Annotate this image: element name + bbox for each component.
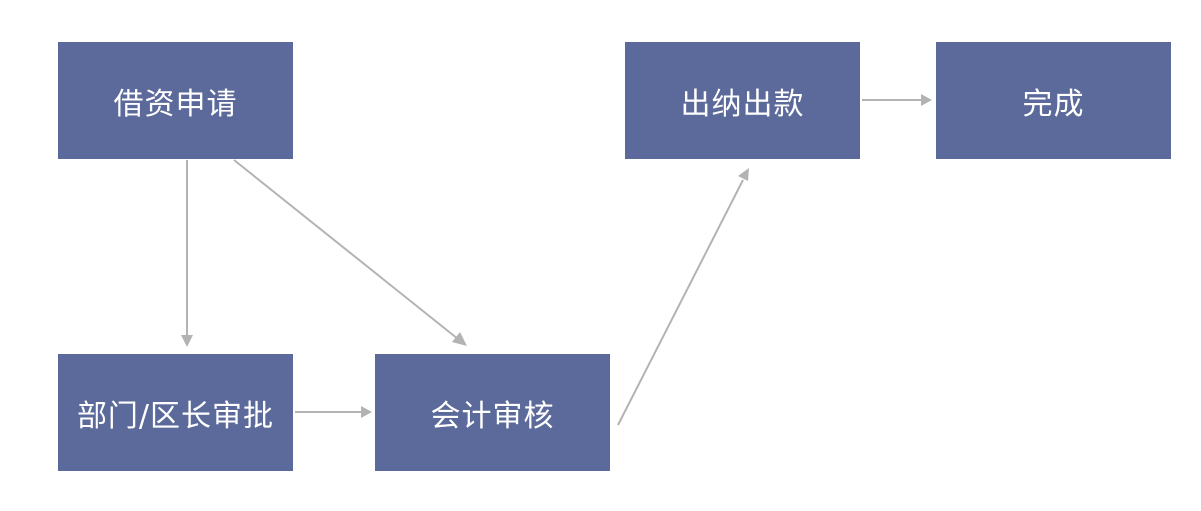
edge-apply-to-dept [181, 160, 193, 347]
node-label: 会计审核 [430, 398, 555, 434]
node-accounting-review: 会计审核 [375, 354, 610, 471]
edge-dept-to-acct [295, 406, 372, 418]
node-loan-application: 借资申请 [58, 42, 293, 159]
edge-apply-to-acct [233, 159, 467, 346]
edge-acct-to-cash [617, 168, 749, 426]
node-department-approval: 部门/区长审批 [58, 354, 293, 471]
node-cashier-payout: 出纳出款 [625, 42, 860, 159]
node-label: 借资申请 [113, 86, 238, 122]
node-complete: 完成 [936, 42, 1171, 159]
node-label: 完成 [1022, 86, 1085, 122]
edge-cash-to-done [862, 94, 932, 106]
node-label: 出纳出款 [680, 86, 805, 122]
node-label: 部门/区长审批 [76, 398, 275, 434]
